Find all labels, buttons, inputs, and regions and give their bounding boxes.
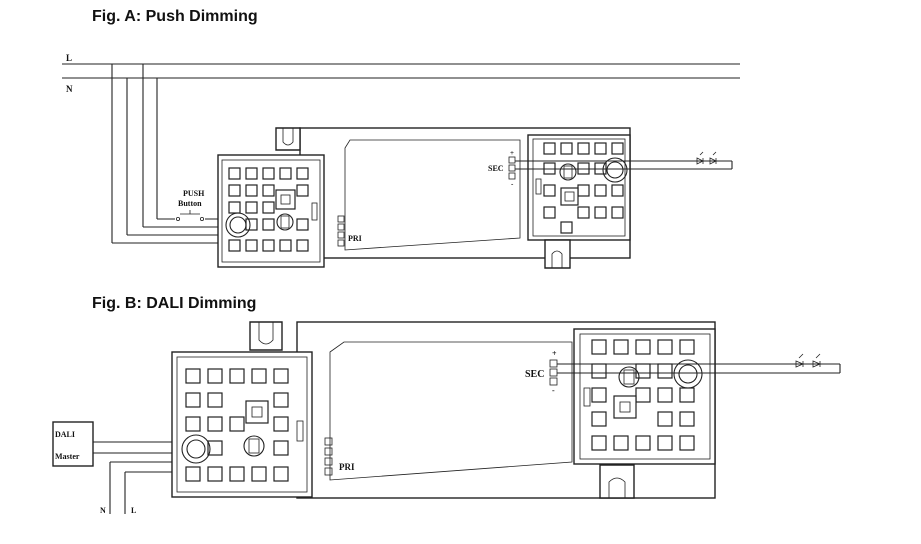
led-load-a xyxy=(696,151,717,165)
terminal-grid-right-b xyxy=(583,339,703,451)
button-label: Button xyxy=(178,199,202,208)
figure-b-diagram: DALI Master N L xyxy=(52,321,841,515)
figure-b-title: Fig. B: DALI Dimming xyxy=(92,295,257,312)
sec-label-b: SEC xyxy=(525,369,544,380)
sec-minus-b: - xyxy=(552,386,555,395)
driver-b: PRI SEC + xyxy=(171,321,841,499)
line-l-label: L xyxy=(66,53,72,63)
led-load-b xyxy=(795,353,822,368)
dali-label: DALI xyxy=(55,430,75,439)
line-n-label: N xyxy=(66,84,73,94)
dali-master: DALI Master xyxy=(52,421,94,467)
push-button: PUSH Button xyxy=(175,189,205,221)
sec-terminal-a: SEC + - xyxy=(488,149,516,188)
figure-a-diagram: L N PUSH Button xyxy=(62,53,740,269)
terminal-grid-left-a xyxy=(225,167,318,252)
line-l-label-b: L xyxy=(131,506,136,515)
master-label: Master xyxy=(55,452,80,461)
pri-terminal-a: PRI xyxy=(337,215,362,247)
terminal-grid-left-b xyxy=(181,368,304,482)
sec-plus-b: + xyxy=(552,349,557,358)
driver-a: PRI SEC + xyxy=(217,127,733,269)
pri-label-a: PRI xyxy=(348,234,362,243)
push-label: PUSH xyxy=(183,189,205,198)
line-n-label-b: N xyxy=(100,506,106,515)
figure-a-title: Fig. A: Push Dimming xyxy=(92,8,258,25)
pri-label-b: PRI xyxy=(339,462,355,472)
sec-label-a: SEC xyxy=(488,164,504,173)
pri-terminal-b: PRI xyxy=(324,437,355,476)
sec-minus-a: - xyxy=(511,180,514,188)
sec-plus-a: + xyxy=(510,149,514,157)
